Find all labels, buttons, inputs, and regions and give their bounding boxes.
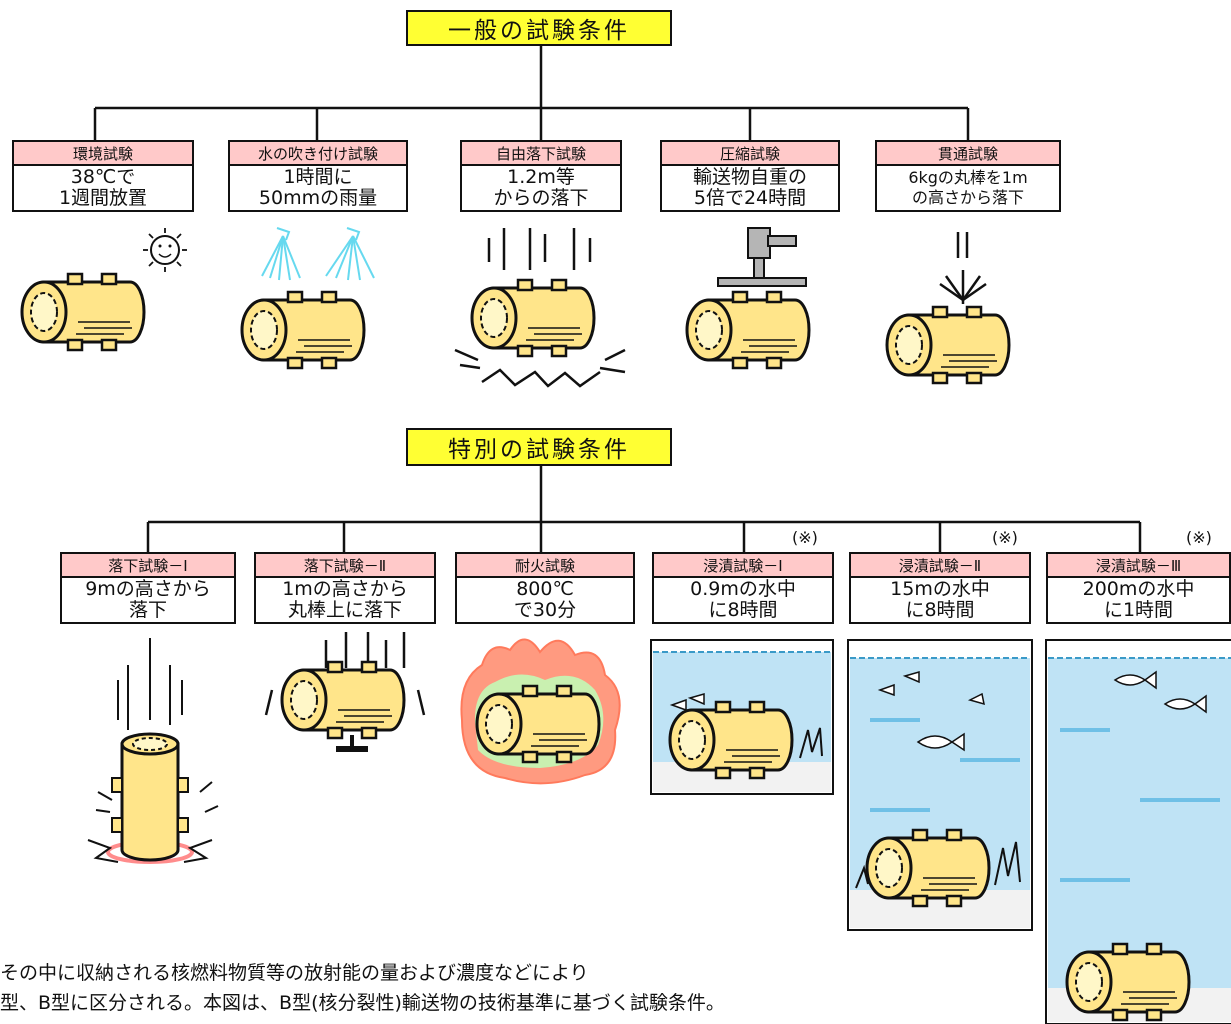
condition-line-1: 輸送物自重の bbox=[692, 166, 807, 188]
test-condition: 15mの水中 に8時間 bbox=[851, 578, 1029, 622]
special-test-card: 浸漬試験－Ⅰ 0.9mの水中 に8時間 bbox=[652, 552, 834, 624]
test-condition: 1mの高さから 丸棒上に落下 bbox=[256, 578, 434, 622]
note-mark: (※) bbox=[992, 528, 1018, 547]
condition-line-2: に8時間 bbox=[708, 599, 778, 621]
test-name: 水の吹き付け試験 bbox=[230, 142, 406, 166]
special-test-card: 浸漬試験－Ⅲ 200mの水中 に1時間 bbox=[1046, 552, 1231, 624]
cask-immersion-3 bbox=[1065, 942, 1191, 1022]
test-name: 落下試験－Ⅰ bbox=[62, 554, 234, 578]
cask-fire bbox=[475, 684, 601, 764]
sun-icon bbox=[143, 228, 187, 272]
cask-bar-drop bbox=[280, 660, 406, 740]
condition-line-1: 1.2m等 bbox=[507, 166, 575, 188]
condition-line-1: 15mの水中 bbox=[890, 578, 990, 600]
test-name: 耐火試験 bbox=[457, 554, 633, 578]
special-test-card: 落下試験－Ⅱ 1mの高さから 丸棒上に落下 bbox=[254, 552, 436, 624]
special-test-card: 耐火試験 800℃ で30分 bbox=[455, 552, 635, 624]
general-test-card: 自由落下試験 1.2m等 からの落下 bbox=[460, 140, 622, 212]
cask-environment bbox=[20, 272, 146, 352]
test-condition: 輸送物自重の 5倍で24時間 bbox=[662, 166, 838, 210]
cask-immersion-1 bbox=[668, 700, 794, 780]
test-name: 浸漬試験－Ⅰ bbox=[654, 554, 832, 578]
condition-line-2: の高さから落下 bbox=[911, 188, 1024, 207]
general-conditions-title: 一般の試験条件 bbox=[406, 10, 672, 46]
condition-line-2: 1週間放置 bbox=[58, 187, 148, 209]
drop-impact-icon bbox=[454, 228, 626, 388]
condition-line-2: に1時間 bbox=[1103, 599, 1174, 621]
special-test-card: 落下試験－Ⅰ 9mの高さから 落下 bbox=[60, 552, 236, 624]
water-spray-icon bbox=[261, 227, 375, 281]
immersion-panel-3 bbox=[1045, 639, 1231, 1024]
general-connectors bbox=[93, 46, 970, 140]
condition-line-2: 丸棒上に落下 bbox=[287, 599, 402, 621]
test-condition: 1時間に 50mmの雨量 bbox=[230, 166, 406, 210]
bar-drop-icon bbox=[264, 632, 426, 752]
general-test-card: 水の吹き付け試験 1時間に 50mmの雨量 bbox=[228, 140, 408, 212]
condition-line-1: 6kgの丸棒を1m bbox=[908, 168, 1028, 187]
test-condition: 1.2m等 からの落下 bbox=[462, 166, 620, 210]
test-condition: 9mの高さから 落下 bbox=[62, 578, 234, 622]
cask-penetration bbox=[885, 305, 1011, 385]
test-condition: 6kgの丸棒を1m の高さから落下 bbox=[877, 166, 1059, 210]
general-test-card: 環境試験 38℃で 1週間放置 bbox=[12, 140, 194, 212]
note-mark: (※) bbox=[792, 528, 818, 547]
vertical-drop-icon bbox=[87, 638, 219, 864]
general-test-card: 圧縮試験 輸送物自重の 5倍で24時間 bbox=[660, 140, 840, 212]
condition-line-2: からの落下 bbox=[493, 187, 589, 209]
cask-water-spray bbox=[240, 290, 366, 370]
test-name: 落下試験－Ⅱ bbox=[256, 554, 434, 578]
condition-line-1: 200mの水中 bbox=[1082, 578, 1195, 600]
special-conditions-title: 特別の試験条件 bbox=[406, 428, 672, 466]
footnote-line-1: その中に収納される核燃料物質等の放射能の量および濃度などにより bbox=[0, 962, 589, 984]
condition-line-1: 0.9mの水中 bbox=[690, 578, 796, 600]
press-icon bbox=[717, 227, 807, 287]
condition-line-1: 38℃で bbox=[70, 166, 136, 188]
condition-line-2: 5倍で24時間 bbox=[693, 187, 807, 209]
test-name: 圧縮試験 bbox=[662, 142, 838, 166]
test-name: 浸漬試験－Ⅱ bbox=[851, 554, 1029, 578]
test-condition: 200mの水中 に1時間 bbox=[1048, 578, 1229, 622]
test-name: 自由落下試験 bbox=[462, 142, 620, 166]
condition-line-2: で30分 bbox=[513, 599, 577, 621]
condition-line-2: 落下 bbox=[128, 599, 167, 621]
condition-line-2: 50mmの雨量 bbox=[258, 187, 378, 209]
test-name: 環境試験 bbox=[14, 142, 192, 166]
note-mark: (※) bbox=[1186, 528, 1212, 547]
condition-line-1: 1mの高さから bbox=[282, 578, 408, 600]
condition-line-1: 1時間に bbox=[283, 166, 353, 188]
footnote-line-2: 型、B型に区分される。本図は、B型(核分裂性)輸送物の技術基準に基づく試験条件。 bbox=[0, 992, 725, 1014]
cask-free-drop bbox=[470, 278, 596, 358]
special-test-card: 浸漬試験－Ⅱ 15mの水中 に8時間 bbox=[849, 552, 1031, 624]
condition-line-1: 9mの高さから bbox=[85, 578, 211, 600]
cask-immersion-2 bbox=[865, 828, 991, 908]
condition-line-2: に8時間 bbox=[905, 599, 975, 621]
test-condition: 0.9mの水中 に8時間 bbox=[654, 578, 832, 622]
test-name: 浸漬試験－Ⅲ bbox=[1048, 554, 1229, 578]
condition-line-1: 800℃ bbox=[516, 578, 574, 600]
cask-compression bbox=[685, 290, 811, 370]
test-condition: 38℃で 1週間放置 bbox=[14, 166, 192, 210]
general-test-card: 貫通試験 6kgの丸棒を1m の高さから落下 bbox=[875, 140, 1061, 212]
special-connectors bbox=[146, 466, 1142, 552]
rod-penetration-icon bbox=[939, 232, 987, 304]
test-condition: 800℃ で30分 bbox=[457, 578, 633, 622]
test-name: 貫通試験 bbox=[877, 142, 1059, 166]
